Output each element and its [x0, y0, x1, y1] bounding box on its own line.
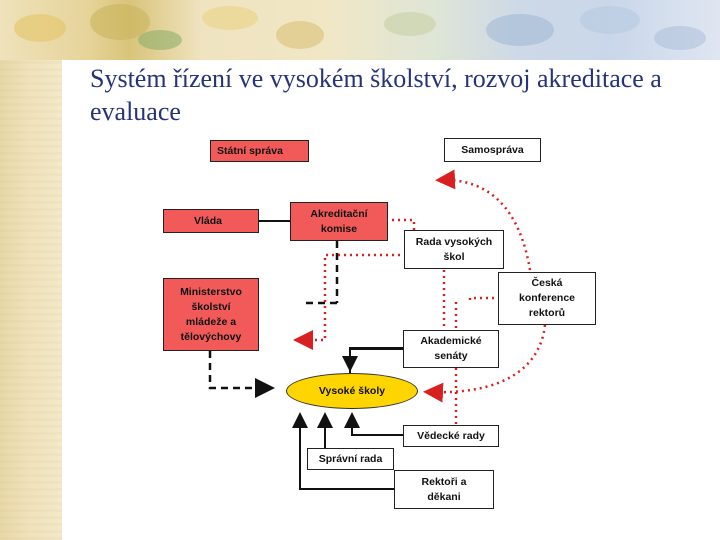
top-decorative-band: [0, 0, 720, 60]
node-vedecke-rady: Vědecké rady: [403, 425, 499, 447]
node-ministerstvo: Ministerstvo školství mládeže a tělových…: [163, 278, 259, 351]
node-rada-vysokych-skol: Rada vysokých škol: [404, 230, 504, 269]
left-decorative-band: [0, 0, 62, 540]
solid-connectors: [258, 220, 403, 490]
dashed-connectors: [208, 241, 339, 398]
node-rektori-dekani: Rektoři a děkani: [394, 470, 494, 509]
leaf-decoration: [14, 4, 706, 50]
node-spravni-rada: Správní rada: [307, 448, 394, 470]
node-vlada: Vláda: [163, 209, 259, 233]
node-vysoke-skoly: Vysoké školy: [286, 373, 418, 409]
node-akreditacni-komise: Akreditační komise: [290, 202, 388, 241]
node-ceska-konference-rektoru: Česká konference rektorů: [498, 272, 596, 325]
node-samosprava: Samospráva: [444, 138, 541, 162]
node-akademicke-senaty: Akademické senáty: [403, 330, 499, 368]
slide-title: Systém řízení ve vysokém školství, rozvo…: [90, 64, 662, 126]
node-statni-sprava: Státní správa: [210, 140, 309, 162]
